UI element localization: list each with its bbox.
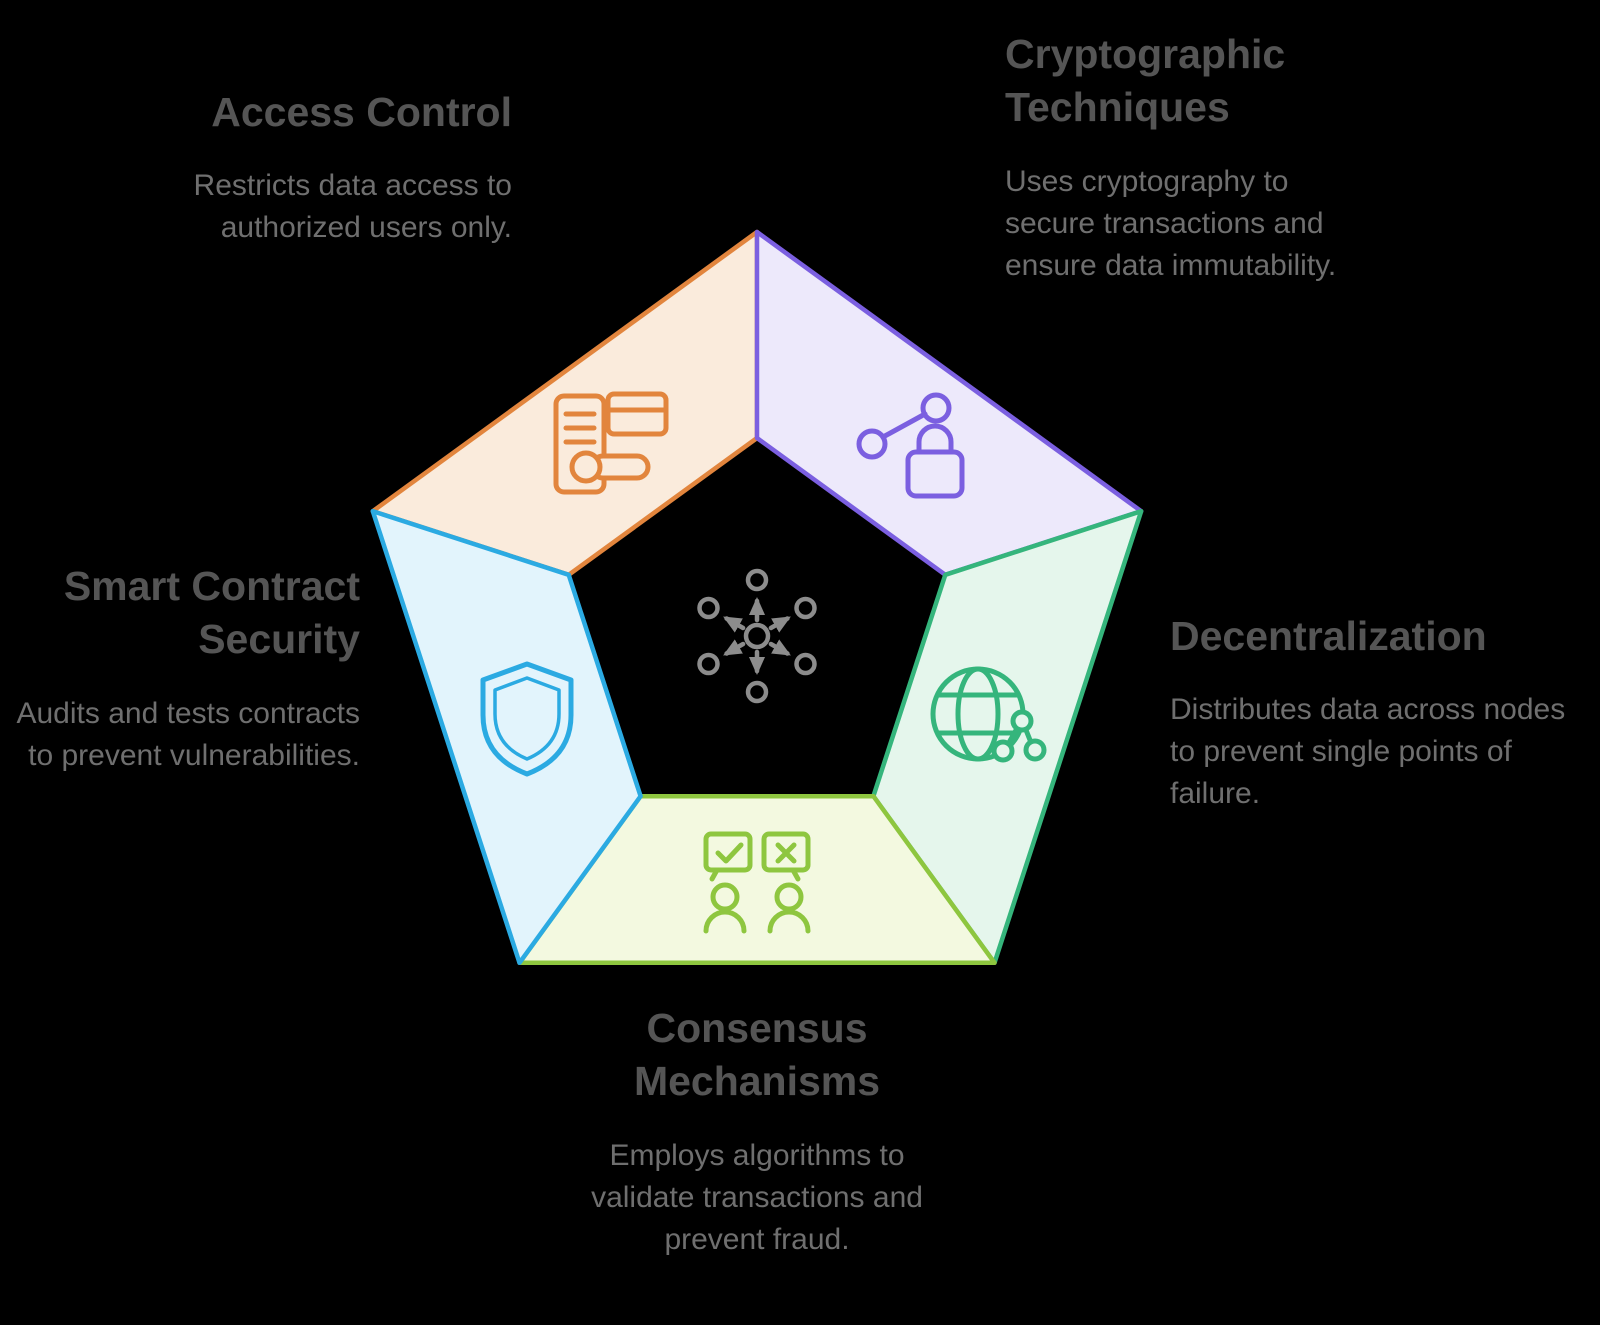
keycard-access-icon: [553, 391, 669, 495]
section-title-decentralization: Decentralization: [1170, 613, 1487, 659]
segment-access-control: [370, 229, 760, 578]
section-label-access-control: Access Control Restricts data access to …: [112, 86, 512, 249]
section-title-access-control: Access Control: [211, 89, 512, 135]
network-hub-icon: [697, 568, 817, 704]
section-title-consensus-mechanisms: Consensus Mechanisms: [633, 1005, 881, 1105]
section-description-cryptographic-techniques: Uses cryptography to secure transactions…: [1005, 164, 1337, 282]
section-label-decentralization: Decentralization Distributes data across…: [1170, 610, 1570, 815]
section-description-smart-contract-security: Audits and tests contracts to prevent vu…: [16, 696, 360, 772]
section-label-cryptographic-techniques: Cryptographic Techniques Uses cryptograp…: [1005, 28, 1377, 287]
section-label-smart-contract-security: Smart Contract Security Audits and tests…: [0, 560, 360, 777]
encryption-lock-icon: [856, 392, 965, 499]
shield-icon: [480, 661, 574, 777]
decentralized-globe-icon: [930, 666, 1047, 763]
section-description-access-control: Restricts data access to authorized user…: [193, 169, 512, 245]
segment-smart-contract-security: [370, 508, 643, 966]
consensus-vote-icon: [703, 831, 811, 934]
section-description-consensus-mechanisms: Employs algorithms to validate transacti…: [591, 1138, 923, 1256]
section-title-smart-contract-security: Smart Contract Security: [63, 563, 360, 663]
section-label-consensus-mechanisms: Consensus Mechanisms Employs algorithms …: [591, 1002, 923, 1261]
section-title-cryptographic-techniques: Cryptographic Techniques: [1005, 31, 1286, 131]
section-description-decentralization: Distributes data across nodes to prevent…: [1170, 693, 1566, 811]
